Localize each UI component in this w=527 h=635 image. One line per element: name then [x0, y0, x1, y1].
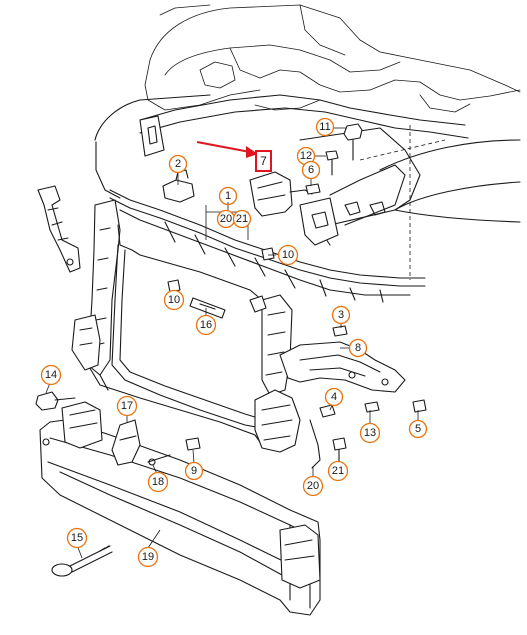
- callout-10-left-label: 10: [168, 294, 180, 306]
- callout-20-upper-label: 20: [220, 213, 232, 225]
- callout-17: 17: [116, 395, 138, 417]
- callout-14-label: 14: [45, 369, 57, 381]
- callout-2-label: 2: [175, 158, 181, 170]
- callout-20-lower: 20: [302, 475, 324, 497]
- callout-3: 3: [331, 305, 351, 325]
- callout-8: 8: [348, 338, 368, 358]
- callout-6-label: 6: [308, 164, 314, 176]
- highlight-label: 7: [260, 154, 267, 168]
- bumper-beam: [39, 401, 321, 616]
- callout-11: 11: [315, 117, 335, 137]
- callout-9-label: 9: [191, 465, 197, 477]
- callout-4: 4: [324, 387, 344, 407]
- callout-21-upper: 21: [232, 209, 252, 229]
- callout-10-upper-label: 10: [282, 249, 294, 261]
- callout-13: 13: [359, 422, 381, 444]
- callout-8-label: 8: [355, 342, 361, 354]
- callout-1-label: 1: [225, 190, 231, 202]
- left-headlight-bracket: [37, 185, 81, 273]
- callout-15-label: 15: [71, 532, 83, 544]
- highlight-part-7: 7: [196, 141, 272, 172]
- callout-18: 18: [147, 471, 169, 493]
- engine-bay-structure: [144, 4, 521, 113]
- callout-19: 19: [137, 546, 159, 568]
- callout-20-lower-label: 20: [307, 480, 319, 492]
- callout-21-lower-label: 21: [332, 465, 344, 477]
- callout-10-upper: 10: [277, 244, 299, 266]
- callout-16-label: 16: [200, 319, 212, 331]
- callout-16: 16: [195, 314, 217, 336]
- callout-15: 15: [66, 527, 88, 549]
- callout-3-label: 3: [338, 309, 344, 321]
- callout-13-label: 13: [364, 427, 376, 439]
- callout-6: 6: [301, 160, 321, 180]
- callout-17-label: 17: [121, 400, 133, 412]
- callout-10-left: 10: [163, 289, 185, 311]
- upper-crossmember: [94, 94, 469, 303]
- small-parts: [35, 123, 427, 577]
- callout-19-label: 19: [142, 551, 154, 563]
- fender-panel: [359, 125, 521, 280]
- callout-1: 1: [218, 186, 238, 206]
- callout-21-upper-label: 21: [236, 213, 248, 225]
- callout-9: 9: [184, 461, 204, 481]
- callout-2: 2: [168, 154, 188, 174]
- callout-11-label: 11: [319, 121, 330, 133]
- highlight-box: [255, 150, 272, 172]
- callout-5: 5: [408, 419, 428, 439]
- highlight-arrow: [196, 141, 251, 153]
- callout-20-upper: 20: [216, 209, 236, 229]
- callout-18-label: 18: [152, 476, 164, 488]
- callout-4-label: 4: [331, 391, 337, 403]
- callout-14: 14: [40, 364, 62, 386]
- callout-21-lower: 21: [327, 460, 349, 482]
- callout-12-label: 12: [300, 150, 312, 162]
- callout-5-label: 5: [415, 423, 421, 435]
- front-carrier-frame: [71, 199, 406, 453]
